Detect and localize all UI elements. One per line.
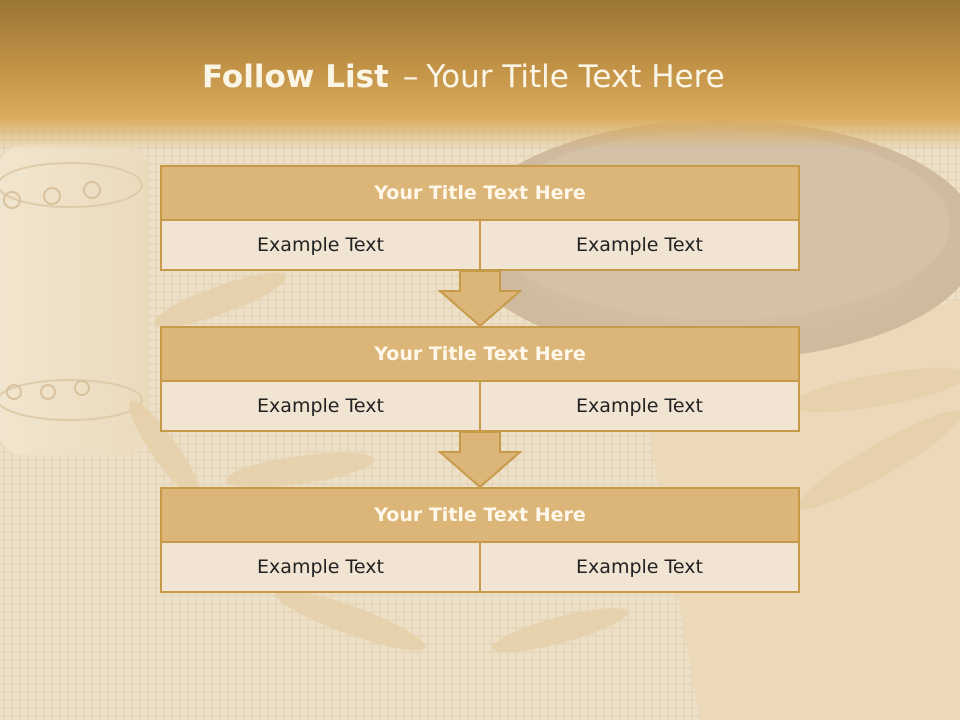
title-bold: Follow List bbox=[202, 59, 389, 95]
slide-title: Follow List–Your Title Text Here bbox=[202, 55, 725, 99]
step-cell-right: Example Text bbox=[479, 221, 798, 269]
step-block-3: Your Title Text Here Example Text Exampl… bbox=[160, 487, 800, 593]
down-arrow-icon bbox=[438, 271, 522, 327]
step-row: Example Text Example Text bbox=[160, 382, 800, 432]
title-rest: Your Title Text Here bbox=[426, 59, 725, 95]
step-title: Your Title Text Here bbox=[160, 487, 800, 543]
step-block-1: Your Title Text Here Example Text Exampl… bbox=[160, 165, 800, 271]
step-cell-left: Example Text bbox=[257, 395, 384, 417]
step-cell-left: Example Text bbox=[257, 556, 384, 578]
step-cell-left: Example Text bbox=[257, 234, 384, 256]
step-block-2: Your Title Text Here Example Text Exampl… bbox=[160, 326, 800, 432]
step-cell-right: Example Text bbox=[479, 382, 798, 430]
step-title: Your Title Text Here bbox=[160, 165, 800, 221]
step-row: Example Text Example Text bbox=[160, 543, 800, 593]
header-band bbox=[0, 0, 960, 150]
down-arrow-icon bbox=[438, 432, 522, 488]
title-dash: – bbox=[402, 59, 419, 95]
step-cell-right: Example Text bbox=[479, 543, 798, 591]
step-title: Your Title Text Here bbox=[160, 326, 800, 382]
step-row: Example Text Example Text bbox=[160, 221, 800, 271]
